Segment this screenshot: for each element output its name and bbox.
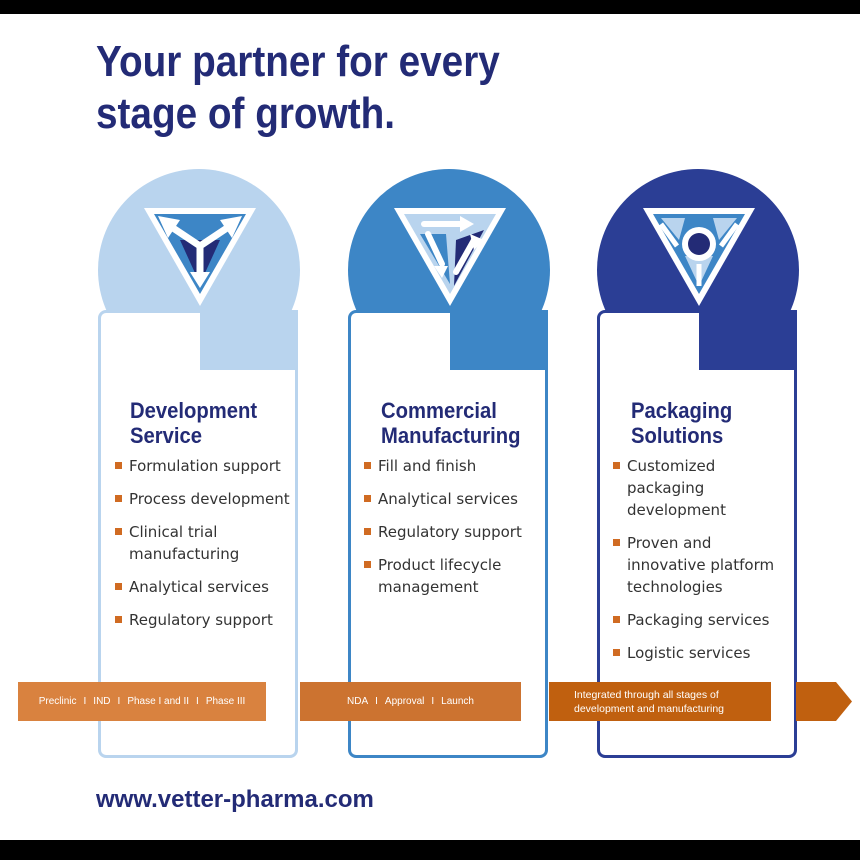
bullet-list-development: Formulation support Process development … xyxy=(115,455,290,642)
list-item: Clinical trial manufacturing xyxy=(115,521,244,565)
stage-title-packaging: Packaging Solutions xyxy=(631,398,733,448)
timeline-arrow-head xyxy=(796,682,852,721)
headline-line-1: Your partner for every xyxy=(96,37,500,86)
bullet-list-commercial: Fill and finish Analytical services Regu… xyxy=(364,455,539,609)
list-item: Customized packaging development xyxy=(613,455,737,521)
bullet-list-packaging: Customized packaging development Proven … xyxy=(613,455,788,675)
infographic-canvas: Your partner for every stage of growth. … xyxy=(0,14,860,840)
cycle-arrows-triangle-icon xyxy=(394,208,506,306)
panel-corner-development xyxy=(200,310,298,370)
list-item: Process development xyxy=(115,488,290,510)
list-item: Analytical services xyxy=(115,576,290,598)
list-item: Regulatory support xyxy=(364,521,539,543)
list-item: Logistic services xyxy=(613,642,788,664)
list-item: Fill and finish xyxy=(364,455,539,477)
timeline-segment-integrated: Integrated through all stages of develop… xyxy=(549,682,771,721)
list-item: Analytical services xyxy=(364,488,539,510)
list-item: Packaging services xyxy=(613,609,788,631)
list-item: Proven and innovative platform technolog… xyxy=(613,532,787,598)
timeline-segment-early: Preclinic I IND I Phase I and II I Phase… xyxy=(18,682,266,721)
list-item: Formulation support xyxy=(115,455,290,477)
headline-line-2: stage of growth. xyxy=(96,89,396,138)
list-item: Regulatory support xyxy=(115,609,290,631)
panel-corner-commercial xyxy=(450,310,548,370)
list-item: Product lifecycle management xyxy=(364,554,518,598)
stage-title-commercial: Commercial Manufacturing xyxy=(381,398,521,448)
footer-url: www.vetter-pharma.com xyxy=(96,786,374,813)
panel-corner-packaging xyxy=(699,310,797,370)
outward-arrows-triangle-icon xyxy=(144,208,256,306)
headline: Your partner for every stage of growth. xyxy=(96,36,500,140)
stage-title-development: Development Service xyxy=(130,398,258,448)
center-dot-triangle-icon xyxy=(643,208,755,306)
timeline-segment-approval: NDA I Approval I Launch xyxy=(300,682,521,721)
